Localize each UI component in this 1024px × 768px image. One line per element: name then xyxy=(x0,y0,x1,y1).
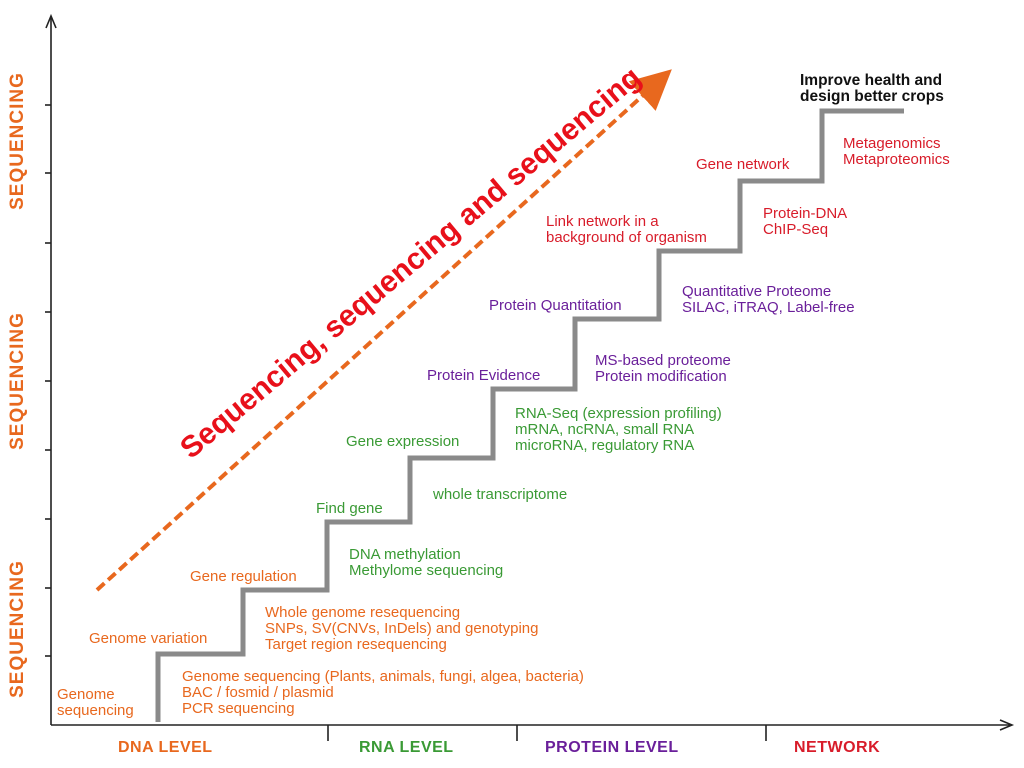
step-detail-link-network: Protein-DNA ChIP-Seq xyxy=(763,205,848,238)
step-detail-genome-sequencing: Genome sequencing (Plants, animals, fung… xyxy=(182,668,584,717)
step-label-find-gene: Find gene xyxy=(316,500,383,517)
step-label-genome-sequencing: Genome sequencing xyxy=(57,686,134,719)
level-label-network: NETWORK xyxy=(794,739,881,756)
step-detail-find-gene: whole transcriptome xyxy=(433,486,568,503)
step-label-link-network: Link network in a background of organism xyxy=(546,213,707,246)
y-axis-ticks xyxy=(45,104,51,657)
goal-text: Improve health and design better crops xyxy=(800,72,944,105)
level-label-rna: RNA LEVEL xyxy=(359,739,454,756)
level-label-protein: PROTEIN LEVEL xyxy=(545,739,679,756)
side-label-top: SEQUENCING xyxy=(7,72,28,210)
step-label-gene-regulation: Gene regulation xyxy=(190,568,297,585)
staircase xyxy=(155,108,904,722)
step-detail-gene-network: Metagenomics Metaproteomics xyxy=(843,135,950,168)
step-detail-protein-evidence: MS-based proteome Protein modification xyxy=(595,352,731,385)
x-axis-arrow-icon xyxy=(999,719,1015,731)
step-label-protein-evidence: Protein Evidence xyxy=(427,367,541,384)
step-label-gene-network: Gene network xyxy=(696,156,790,173)
side-label-bottom: SEQUENCING xyxy=(7,560,28,698)
step-detail-gene-regulation: DNA methylation Methylome sequencing xyxy=(349,546,504,579)
step-label-protein-quantitation: Protein Quantitation xyxy=(489,297,622,314)
level-label-dna: DNA LEVEL xyxy=(118,739,213,756)
step-label-genome-variation: Genome variation xyxy=(89,630,208,647)
step-detail-protein-quantitation: Quantitative Proteome SILAC, iTRAQ, Labe… xyxy=(682,283,855,316)
step-detail-genome-variation: Whole genome resequencing SNPs, SV(CNVs,… xyxy=(265,604,539,653)
step-label-gene-expression: Gene expression xyxy=(346,433,460,450)
x-axis-dividers xyxy=(327,725,767,741)
y-axis-arrow-icon xyxy=(45,13,57,29)
step-detail-gene-expression: RNA-Seq (expression profiling) mRNA, ncR… xyxy=(515,405,722,454)
side-label-middle: SEQUENCING xyxy=(7,312,28,450)
progress-arrow xyxy=(95,69,672,592)
